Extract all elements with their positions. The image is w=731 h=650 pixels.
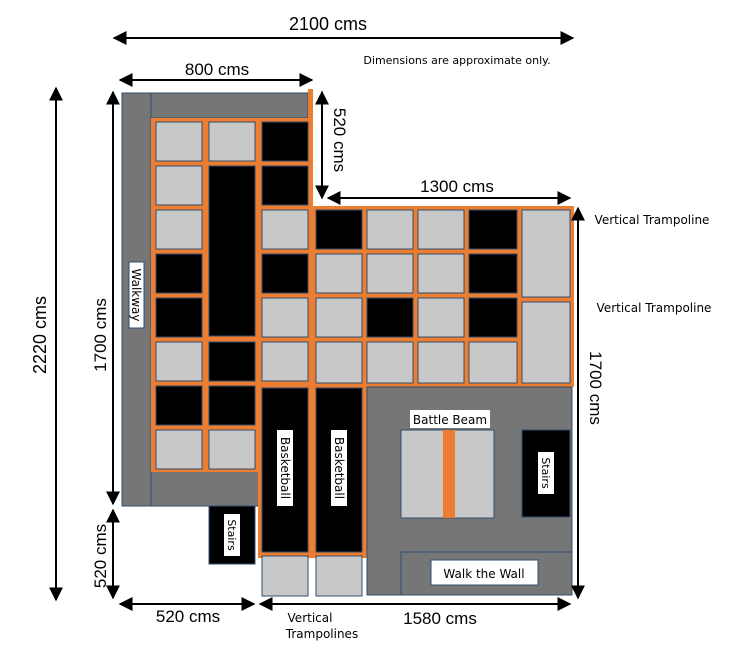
trampoline-pad bbox=[468, 253, 518, 294]
trampoline-pad bbox=[315, 341, 363, 384]
trampoline-pad bbox=[261, 341, 309, 382]
trampoline-pad bbox=[261, 297, 309, 338]
total-height-label: 2220 cms bbox=[30, 296, 50, 374]
bottom-right-width-label: 1580 cms bbox=[403, 609, 477, 628]
stairs-right bbox=[521, 429, 571, 518]
vertical-trampoline-label-1: Vertical Trampoline bbox=[595, 213, 710, 227]
trampoline-pad bbox=[155, 165, 203, 206]
trampoline-pad bbox=[315, 297, 363, 338]
trampoline-pad bbox=[315, 209, 363, 250]
notch-drop-label: 520 cms bbox=[330, 108, 349, 172]
battle-beam-label-box bbox=[410, 410, 490, 428]
vertical-trampoline-label-2: Vertical Trampoline bbox=[597, 301, 712, 315]
trampoline-pad bbox=[417, 341, 465, 384]
walkway-label-box: Walkway bbox=[128, 261, 145, 329]
vertical-trampoline-pad bbox=[521, 209, 571, 298]
stairs-left-label-box: Stairs bbox=[224, 514, 240, 556]
stairs-left-label: Stairs bbox=[225, 519, 238, 551]
trampoline-pad bbox=[155, 209, 203, 250]
note-label: Dimensions are approximate only. bbox=[363, 54, 550, 67]
stairs-right-label: Stairs bbox=[539, 457, 552, 489]
left-height-label: 1700 cms bbox=[91, 298, 110, 372]
trampoline-pad bbox=[417, 297, 465, 338]
trampoline-pad bbox=[417, 253, 465, 294]
trampoline-grid-left bbox=[155, 121, 309, 470]
bottom-left-width-label: 520 cms bbox=[156, 607, 220, 626]
bottom-left-height-label: 520 cms bbox=[91, 524, 110, 588]
stairs-right-label-box: Stairs bbox=[538, 452, 554, 494]
right-top-width-label: 1300 cms bbox=[420, 177, 494, 196]
walk-the-wall-label: Walk the Wall bbox=[443, 567, 524, 581]
trampoline-pad bbox=[155, 385, 203, 426]
bottom-vertical-trampolines bbox=[261, 555, 363, 597]
vertical-trampoline-pad bbox=[521, 301, 571, 384]
trampoline-pad bbox=[468, 341, 518, 384]
trampoline-pad bbox=[468, 297, 518, 338]
basketball-label-1: Basketball bbox=[278, 437, 292, 499]
trampoline-pad bbox=[208, 341, 256, 382]
trampoline-pad bbox=[417, 209, 465, 250]
basketball-label-1-box: Basketball bbox=[277, 430, 293, 506]
trampoline-pad bbox=[208, 165, 256, 337]
walk-the-wall-sign bbox=[430, 559, 539, 586]
trampoline-pad bbox=[155, 253, 203, 294]
basketball-label-2: Basketball bbox=[332, 437, 346, 499]
total-width-label: 2100 cms bbox=[289, 14, 367, 34]
vertical-trampolines-label-line1: Vertical bbox=[288, 611, 333, 625]
trampoline-pad bbox=[366, 297, 414, 338]
trampoline-pad bbox=[155, 341, 203, 382]
trampoline-pad bbox=[261, 209, 309, 250]
walkway-label: Walkway bbox=[129, 268, 143, 321]
trampoline-pad bbox=[366, 209, 414, 250]
trampoline-pad bbox=[261, 555, 309, 597]
trampoline-pad bbox=[155, 429, 203, 470]
trampoline-pad bbox=[208, 429, 256, 470]
trampoline-pad bbox=[315, 555, 363, 597]
battle-beam bbox=[443, 430, 455, 518]
basketball-label-2-box: Basketball bbox=[331, 430, 347, 506]
trampoline-pad bbox=[261, 165, 309, 206]
trampoline-pad bbox=[366, 253, 414, 294]
trampoline-pad bbox=[468, 209, 518, 250]
right-height-label: 1700 cms bbox=[586, 351, 605, 425]
vertical-trampolines-label-line2: Trampolines bbox=[285, 627, 358, 641]
trampoline-pad bbox=[366, 341, 414, 384]
trampoline-pad bbox=[261, 121, 309, 162]
trampoline-pad bbox=[155, 297, 203, 338]
trampoline-pad bbox=[208, 121, 256, 162]
trampoline-pad bbox=[315, 253, 363, 294]
trampoline-pad bbox=[261, 253, 309, 294]
top-left-width-label: 800 cms bbox=[185, 60, 249, 79]
trampoline-pad bbox=[208, 385, 256, 426]
battle-beam-label: Battle Beam bbox=[413, 413, 487, 427]
trampoline-pad bbox=[155, 121, 203, 162]
trampoline-grid-right bbox=[315, 209, 571, 384]
dimension-lines bbox=[49, 31, 585, 611]
